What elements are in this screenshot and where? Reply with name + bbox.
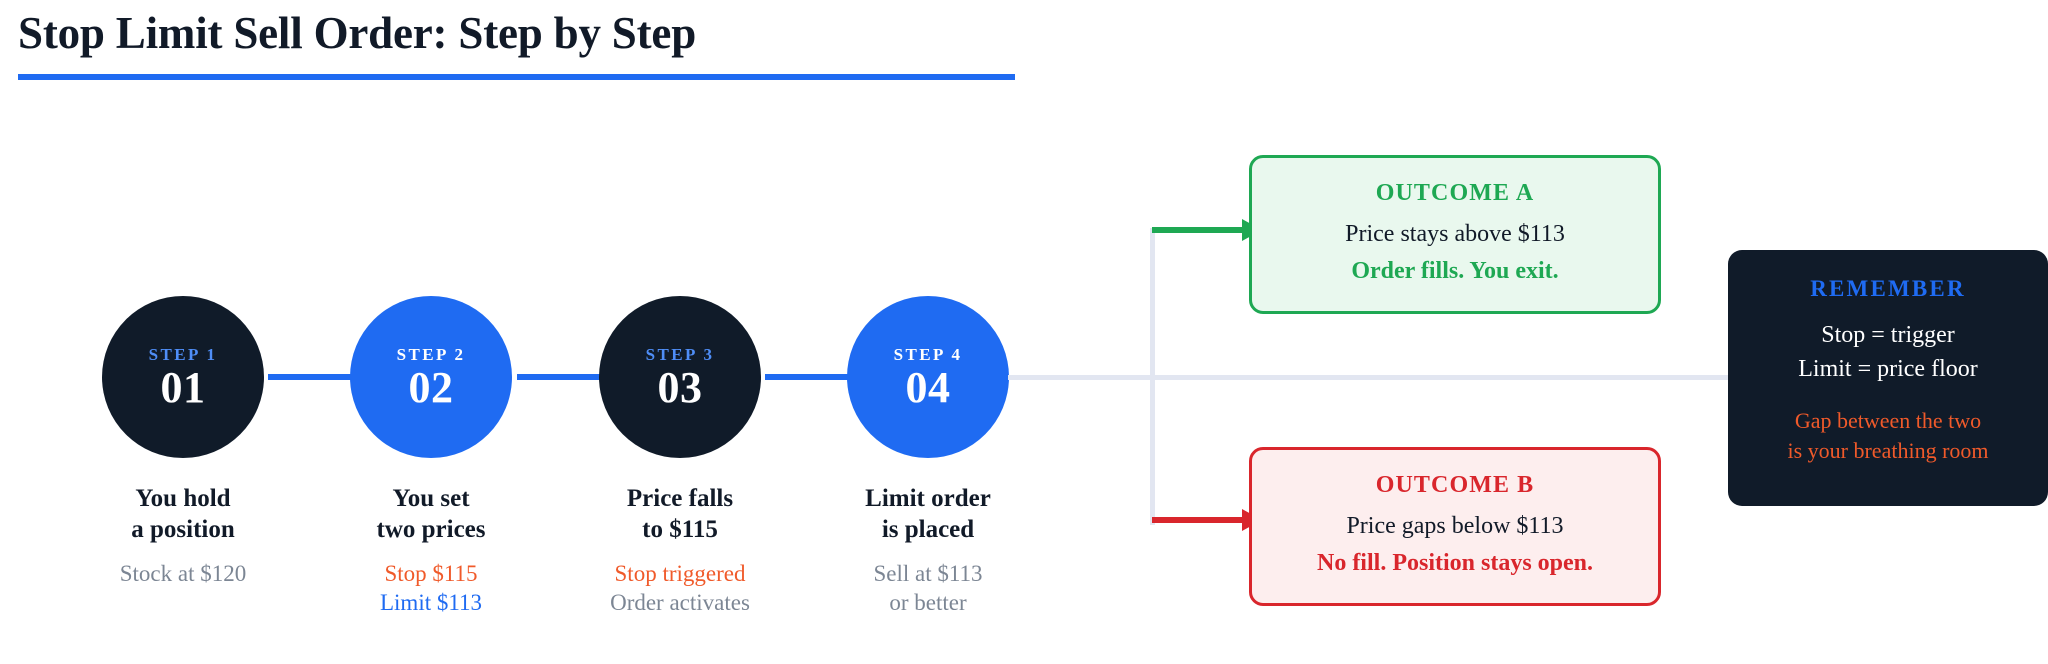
connector-branch-vertical	[1150, 228, 1155, 525]
step-node-4: STEP 4 04 Limit order is placed Sell at …	[847, 296, 1009, 618]
step-detail-3-activates: Order activates	[610, 590, 750, 616]
flow-arrow-1-2-shaft	[268, 374, 406, 380]
step-node-2: STEP 2 02 You set two prices Stop $115 L…	[350, 296, 512, 618]
step-kicker-3: STEP 3	[645, 344, 715, 364]
step-circle-3[interactable]: STEP 3 03	[599, 296, 761, 458]
step-detail-1-muted: Stock at $120	[119, 561, 247, 586]
step-detail-2-stop: Stop $115	[384, 561, 478, 586]
title-underline-rule	[18, 74, 1015, 80]
step-node-3: STEP 3 03 Price falls to $115 Stop trigg…	[599, 296, 761, 618]
page-title: Stop Limit Sell Order: Step by Step	[18, 8, 697, 58]
outcome-a-title: OUTCOME A	[1375, 180, 1535, 206]
branch-arrow-outcome-b	[1152, 509, 1262, 531]
step-caption-2: You set two prices	[376, 485, 486, 543]
remember-title: REMEMBER	[1810, 276, 1966, 301]
step-node-1: STEP 1 01 You hold a position Stock at $…	[102, 296, 264, 588]
step-detail-1: Stock at $120	[102, 559, 264, 588]
branch-arrow-outcome-a	[1152, 219, 1262, 241]
step-circle-4[interactable]: STEP 4 04	[847, 296, 1009, 458]
step-circle-2[interactable]: STEP 2 02	[350, 296, 512, 458]
remember-note: Gap between the two is your breathing ro…	[1787, 408, 1989, 463]
step-kicker-2: STEP 2	[396, 344, 466, 364]
branch-arrow-outcome-a-shaft	[1152, 227, 1242, 233]
connector-trunk-horizontal	[1008, 375, 1730, 380]
outcome-b-condition: Price gaps below $113	[1346, 513, 1564, 539]
step-circle-1[interactable]: STEP 1 01	[102, 296, 264, 458]
title-block: Stop Limit Sell Order: Step by Step	[18, 8, 1018, 60]
flow-arrow-3-4-shaft	[765, 374, 903, 380]
remember-line-limit: Limit = price floor	[1798, 356, 1978, 383]
outcome-box-b[interactable]: OUTCOME B Price gaps below $113 No fill.…	[1249, 447, 1661, 607]
remember-line-stop: Stop = trigger	[1821, 322, 1955, 348]
step-caption-3: Price falls to $115	[626, 485, 734, 543]
step-detail-2: Stop $115 Limit $113	[350, 559, 512, 618]
step-detail-2-limit: Limit $113	[379, 590, 482, 616]
step-caption-4: Limit order is placed	[865, 485, 991, 543]
step-caption-1: You hold a position	[131, 485, 235, 543]
step-kicker-4: STEP 4	[893, 344, 963, 364]
outcome-a-result: Order fills. You exit.	[1351, 258, 1559, 285]
branch-arrow-outcome-b-shaft	[1152, 517, 1242, 523]
remember-box[interactable]: REMEMBER Stop = trigger Limit = price fl…	[1728, 250, 2048, 506]
outcome-box-a[interactable]: OUTCOME A Price stays above $113 Order f…	[1249, 155, 1661, 315]
step-number-3: 03	[657, 362, 703, 412]
step-number-4: 04	[905, 362, 951, 412]
step-number-2: 02	[408, 362, 454, 412]
outcome-b-result: No fill. Position stays open.	[1316, 550, 1594, 577]
outcome-a-condition: Price stays above $113	[1345, 221, 1565, 247]
step-detail-4-sell: Sell at $113	[873, 561, 983, 586]
step-number-1: 01	[160, 362, 206, 412]
outcome-b-title: OUTCOME B	[1375, 472, 1535, 498]
step-detail-4-better: or better	[889, 590, 967, 616]
step-detail-4: Sell at $113 or better	[847, 559, 1009, 618]
step-kicker-1: STEP 1	[148, 344, 218, 364]
flow-arrow-2-3-shaft	[517, 374, 655, 380]
step-detail-3-trigger: Stop triggered	[614, 561, 746, 586]
step-detail-3: Stop triggered Order activates	[599, 559, 761, 618]
